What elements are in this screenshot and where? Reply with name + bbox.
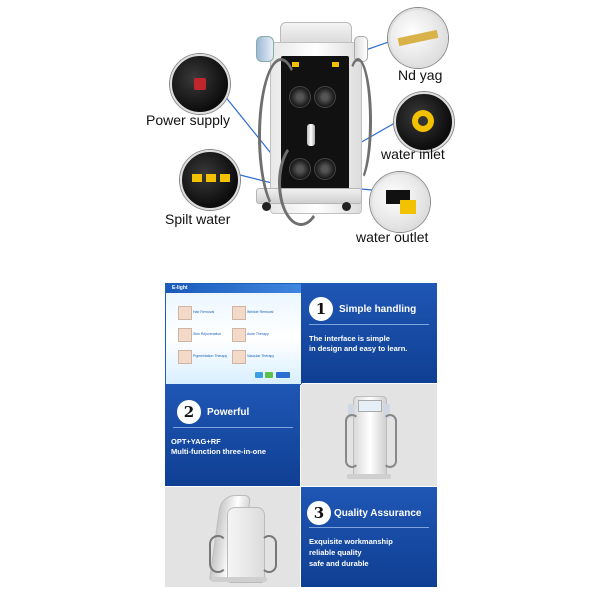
side-holster: [256, 36, 274, 62]
screen-topbar: E-light: [166, 284, 301, 293]
nd-yag-zoom: [388, 8, 448, 68]
screen-tile-label: Pigmentation Therapy: [193, 354, 228, 358]
feature-desc-line: Multi-function three-in-one: [171, 447, 266, 456]
feature-divider: [309, 324, 429, 325]
feature-panel-3: 3 Quality Assurance Exquisite workmanshi…: [301, 487, 437, 587]
screen-tile: [232, 328, 246, 342]
screen-nav-button: [255, 372, 263, 378]
screen-nav-button: [276, 372, 290, 378]
feature-divider: [309, 527, 429, 528]
feature-panel-2: 2 Powerful OPT+YAG+RF Multi-function thr…: [165, 384, 300, 486]
machine-side-image: [165, 487, 300, 587]
wheel: [262, 202, 271, 211]
screen-tile-label: Acne Therapy: [247, 332, 269, 336]
screen-tile: [178, 350, 192, 364]
feature-panel-1: 1 Simple handling The interface is simpl…: [301, 283, 437, 383]
screen-tile-label: Wrinkle Removal: [247, 310, 274, 314]
warning-sticker-icon: [332, 62, 339, 67]
mini-handpiece: [384, 404, 390, 418]
hose-cable: [258, 58, 304, 214]
machine-diagram: Nd yag Power supply water inlet Spilt wa…: [0, 0, 600, 260]
feature-desc-line: in design and easy to learn.: [309, 344, 408, 353]
mini-machine-front: [227, 507, 265, 583]
touch-screen-mockup: E-light Hair Removal Wrinkle Removal Ski…: [165, 283, 302, 385]
screen-tile-label: Hair Removal: [193, 310, 215, 314]
mini-machine-screen: [358, 400, 382, 412]
feature-title: Quality Assurance: [334, 508, 422, 519]
feature-desc-line: safe and durable: [309, 559, 369, 568]
label-nd-yag: Nd yag: [398, 67, 443, 83]
label-power-supply: Power supply: [146, 112, 231, 128]
hose-cable: [278, 140, 324, 226]
mini-machine-base: [211, 577, 267, 582]
feature-number: 3: [307, 501, 331, 525]
feature-divider: [173, 427, 293, 428]
wheel: [342, 202, 351, 211]
water-inlet-zoom: [394, 92, 454, 152]
handpiece: [307, 124, 315, 146]
label-water-inlet: water inlet: [381, 146, 445, 162]
power-switch-icon: [194, 78, 206, 90]
screen-tile: [178, 306, 192, 320]
mini-hose: [383, 414, 397, 468]
mini-handpiece: [348, 404, 354, 418]
mini-machine-base: [347, 474, 391, 479]
power-supply-zoom: [170, 54, 230, 114]
spilt-water-zoom: [180, 150, 240, 210]
feature-desc-line: reliable quality: [309, 548, 362, 557]
fan-icon: [314, 86, 336, 108]
feature-number: 1: [309, 297, 333, 321]
feature-desc-line: The interface is simple: [309, 334, 390, 343]
screen-tile-label: Vascular Therapy: [247, 354, 275, 358]
warning-sticker-icon: [292, 62, 299, 67]
feature-desc-line: OPT+YAG+RF: [171, 437, 221, 446]
feature-number: 2: [177, 400, 201, 424]
mini-hose: [261, 535, 277, 573]
label-spilt-water: Spilt water: [165, 211, 231, 227]
screen-logo: E-light: [172, 285, 188, 291]
feature-desc-line: Exquisite workmanship: [309, 537, 393, 546]
feature-title: Powerful: [207, 407, 250, 418]
screen-tile: [232, 350, 246, 364]
mini-hose: [209, 535, 227, 573]
machine-front-image: [301, 384, 437, 486]
feature-title: Simple handling: [339, 304, 417, 315]
screen-tile: [232, 306, 246, 320]
water-outlet-zoom: [370, 172, 430, 232]
mini-hose: [345, 414, 359, 468]
hose-cable: [344, 58, 372, 184]
label-water-outlet: water outlet: [356, 229, 429, 245]
screen-nav-button: [265, 372, 273, 378]
screen-tile: [178, 328, 192, 342]
screen-tile-label: Skin Rejuvenation: [193, 332, 222, 336]
